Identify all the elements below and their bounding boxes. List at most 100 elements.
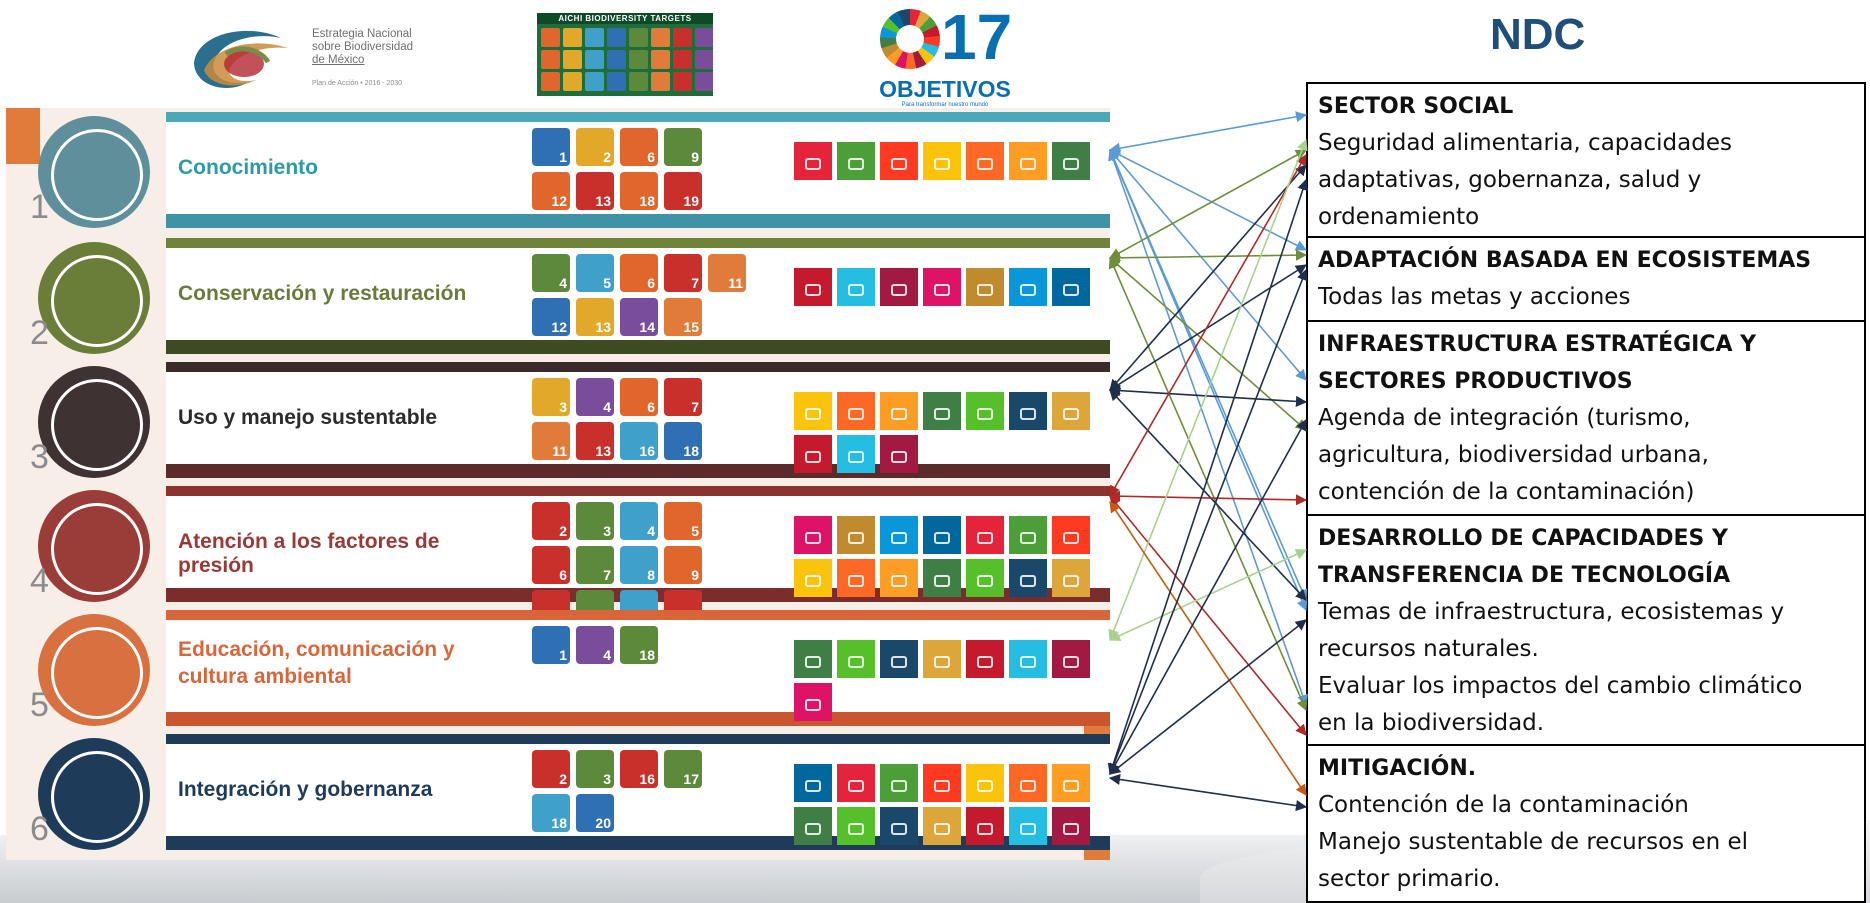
- axis-bottom-stripe: [166, 214, 1110, 228]
- aichi-target-icon: 18: [664, 422, 702, 460]
- axis-number: 1: [30, 188, 49, 226]
- ndc-category-line: contención de la contaminación): [1318, 479, 1695, 505]
- sdg-goal-icon: [794, 807, 832, 845]
- enbiomex-line-1: Estrategia Nacional: [312, 28, 412, 40]
- aichi-logo-tile: [563, 72, 582, 91]
- aichi-target-icon: 16: [620, 750, 658, 788]
- axis-5-emblem-icon: [38, 614, 150, 726]
- sdg-logo-number: 17: [941, 1, 1013, 73]
- ndc-category-heading: TRANSFERENCIA DE TECNOLOGÍA: [1318, 563, 1731, 588]
- aichi-target-icon: 20: [576, 794, 614, 832]
- ndc-category-box: INFRAESTRUCTURA ESTRATÉGICA Y SECTORES PR…: [1306, 320, 1866, 516]
- aichi-target-icon: 1: [532, 626, 570, 664]
- sdg-goal-icon: [966, 640, 1004, 678]
- sdg-goals-grid: [794, 142, 1090, 180]
- aichi-target-icon: 9: [664, 546, 702, 584]
- aichi-target-icon: 18: [620, 626, 658, 664]
- sdg-goal-icon: [880, 764, 918, 802]
- ndc-category-heading: INFRAESTRUCTURA ESTRATÉGICA Y: [1318, 332, 1757, 357]
- connection-arrow: [1108, 249, 1308, 264]
- sdg-goal-icon: [837, 807, 875, 845]
- sdg-goal-icon: [794, 142, 832, 180]
- axis-top-stripe: [166, 112, 1110, 122]
- sdg-goal-icon: [880, 142, 918, 180]
- connection-arrow: [1108, 138, 1308, 642]
- aichi-target-icon: 11: [532, 422, 570, 460]
- ndc-title: NDC: [1490, 10, 1586, 59]
- axis-bottom-stripe: [166, 340, 1110, 354]
- aichi-logo-tile: [651, 28, 670, 47]
- sdg-goals-grid: [794, 516, 1090, 597]
- axis-number: 5: [30, 686, 49, 724]
- ndc-category-line: Evaluar los impactos del cambio climátic…: [1318, 673, 1803, 699]
- sdg-goal-icon: [1009, 268, 1047, 306]
- ndc-category-line: Temas de infraestructura, ecosistemas y: [1318, 599, 1785, 625]
- aichi-target-icon: 6: [620, 254, 658, 292]
- ndc-category-line: agricultura, biodiversidad urbana,: [1318, 442, 1709, 468]
- sdg-goal-icon: [1052, 142, 1090, 180]
- axis-top-stripe: [166, 610, 1110, 620]
- sdg-goal-icon: [923, 392, 961, 430]
- aichi-target-icon: 2: [576, 128, 614, 166]
- sdg-logo-word: OBJETIVOS: [879, 76, 1011, 102]
- sdg-goal-icon: [1009, 142, 1047, 180]
- ndc-category-heading: SECTORES PRODUCTIVOS: [1318, 369, 1633, 394]
- sdg-goal-icon: [794, 268, 832, 306]
- sdg-goal-icon: [923, 640, 961, 678]
- aichi-logo-tile: [673, 28, 692, 47]
- aichi-target-icon: 4: [620, 502, 658, 540]
- aichi-logo-tile: [585, 72, 604, 91]
- sdg-goal-icon: [1052, 268, 1090, 306]
- sdg-goal-icon: [1052, 516, 1090, 554]
- sdg-goal-icon: [923, 559, 961, 597]
- aichi-logo-tile: [541, 72, 560, 91]
- ndc-category-line: ordenamiento: [1318, 204, 1480, 230]
- enbiomex-logo: Estrategia Nacional sobre Biodiversidad …: [186, 18, 476, 98]
- axis-3-emblem-icon: [38, 366, 150, 478]
- connection-arrow: [1108, 148, 1308, 707]
- sdg-goal-icon: [1009, 559, 1047, 597]
- sdg-goal-icon: [837, 435, 875, 473]
- sdg-goal-icon: [1009, 764, 1047, 802]
- enbiomex-logo-text: Estrategia Nacional sobre Biodiversidad …: [312, 28, 482, 67]
- aichi-target-icon: 18: [620, 172, 658, 210]
- sdg-goals-grid: [794, 268, 1090, 306]
- ndc-category-line: adaptativas, gobernanza, salud y: [1318, 167, 1702, 193]
- panel-orange-tab: [6, 108, 40, 164]
- sdg-goal-icon: [837, 268, 875, 306]
- aichi-logo-mosaic: [541, 28, 713, 91]
- sdg-goal-icon: [923, 268, 961, 306]
- aichi-target-icon: 3: [576, 502, 614, 540]
- sdg-goal-icon: [880, 435, 918, 473]
- aichi-logo-tile: [673, 72, 692, 91]
- ndc-category-heading: DESARROLLO DE CAPACIDADES Y: [1318, 526, 1728, 551]
- axis-bottom-stripe: [166, 712, 1110, 726]
- axis-number: 2: [30, 314, 49, 352]
- aichi-logo-tile: [585, 28, 604, 47]
- sdg-wheel-icon: [880, 9, 940, 69]
- connection-arrow: [1107, 178, 1309, 776]
- axis-1-emblem-icon: [38, 116, 150, 228]
- aichi-target-icon: 11: [708, 254, 746, 292]
- sdg-goal-icon: [1052, 807, 1090, 845]
- sdg-goal-icon: [923, 764, 961, 802]
- connection-arrow: [1109, 164, 1307, 391]
- aichi-logo-tile: [563, 28, 582, 47]
- sdg-goal-icon: [837, 764, 875, 802]
- aichi-target-icon: 4: [576, 626, 614, 664]
- axis-2-emblem-icon: [38, 242, 150, 354]
- sdg-goal-icon: [794, 516, 832, 554]
- axis-label: Conocimiento: [178, 156, 318, 179]
- sdg-goal-icon: [966, 392, 1004, 430]
- sdg-goal-icon: [880, 640, 918, 678]
- connection-arrow: [1109, 149, 1307, 259]
- sdg-goal-icon: [1052, 640, 1090, 678]
- aichi-target-icon: 14: [620, 298, 658, 336]
- aichi-target-icon: 12: [532, 172, 570, 210]
- sdg-goal-icon: [794, 435, 832, 473]
- enbiomex-swirl-icon: [194, 30, 288, 88]
